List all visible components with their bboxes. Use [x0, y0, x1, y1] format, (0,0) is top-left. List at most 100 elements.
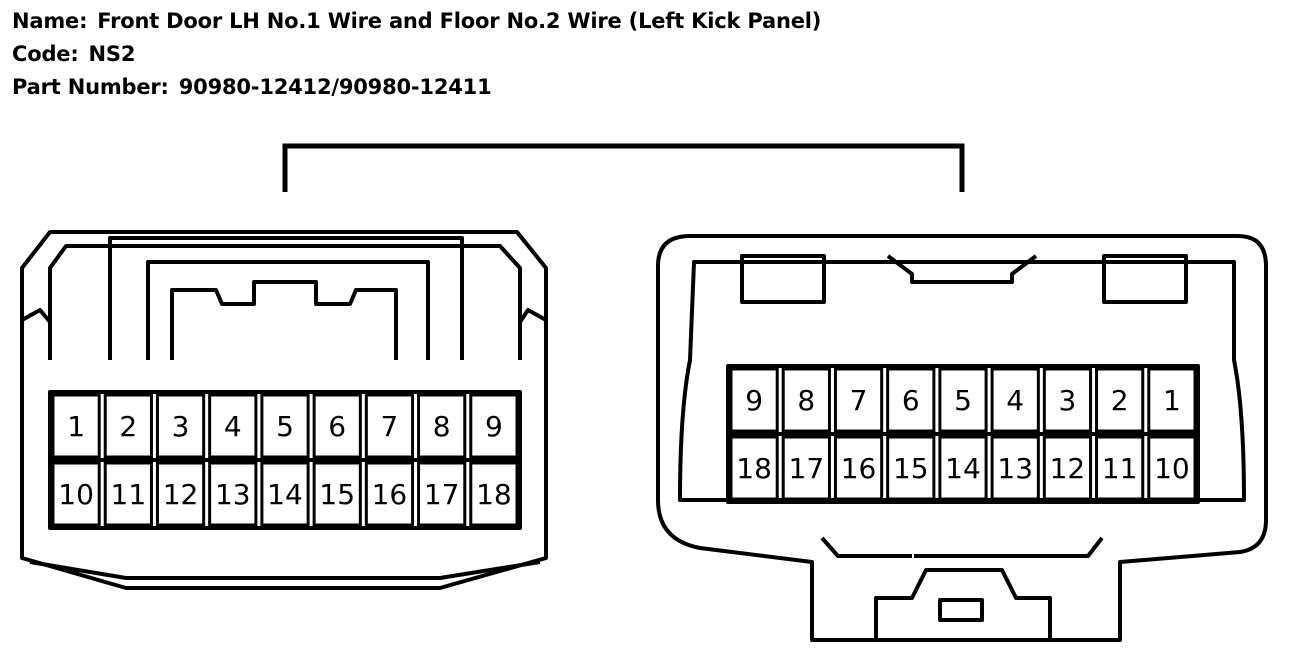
left-terminal-12: 12	[163, 478, 199, 511]
right-cell-9	[729, 367, 779, 433]
left-cell-2	[103, 393, 153, 459]
right-cell-2	[1095, 367, 1145, 433]
right-terminal-18: 18	[736, 452, 772, 485]
left-cell-7	[364, 393, 415, 459]
right-cell-12	[1042, 435, 1093, 501]
right-cell-14	[938, 435, 988, 501]
right-cell-13	[990, 435, 1040, 501]
left-terminal-11: 11	[111, 478, 147, 511]
right-latch-left-edge	[820, 536, 912, 558]
left-terminal-18: 18	[476, 478, 512, 511]
right-terminal-3: 3	[1059, 384, 1077, 417]
right-latch-body	[874, 568, 1052, 640]
right-connector-inner-outline	[678, 260, 1246, 502]
right-terminal-8: 8	[797, 384, 815, 417]
right-cell-17	[781, 435, 831, 501]
code-line: Code: NS2	[12, 42, 135, 66]
left-terminal-14: 14	[267, 478, 303, 511]
right-terminal-5: 5	[954, 384, 972, 417]
left-cell-4	[208, 393, 258, 459]
right-terminal-cells: 9 8 7 6 5 4 3 2 1 18 17 16 15 14 13 12 11 10	[729, 367, 1197, 501]
left-terminal-16: 16	[372, 478, 408, 511]
left-connector	[20, 230, 548, 590]
left-cell-9	[469, 393, 519, 459]
part-number-label: Part Number:	[12, 75, 169, 99]
left-lock-tab	[170, 280, 398, 360]
right-cell-11	[1095, 435, 1145, 501]
right-terminal-15: 15	[893, 452, 929, 485]
right-terminal-1: 1	[1163, 384, 1181, 417]
left-terminal-15: 15	[319, 478, 355, 511]
left-cell-6	[312, 393, 362, 459]
right-terminal-6: 6	[902, 384, 920, 417]
right-lock-tab	[886, 254, 1038, 284]
right-cell-18	[729, 435, 779, 501]
left-cell-5	[260, 393, 310, 459]
right-lock-window-left	[740, 254, 826, 304]
left-terminal-9: 9	[485, 410, 503, 443]
right-terminal-9: 9	[745, 384, 763, 417]
left-connector-corner-left	[21, 308, 52, 324]
left-terminal-7: 7	[381, 410, 399, 443]
left-lock-inner	[146, 260, 430, 360]
right-cell-3	[1042, 367, 1093, 433]
right-terminal-17: 17	[789, 452, 825, 485]
right-lock-window-right	[1102, 254, 1188, 304]
right-terminal-11: 11	[1102, 452, 1138, 485]
left-cell-15	[312, 461, 362, 527]
code-value: NS2	[88, 42, 136, 66]
right-connector-outline	[656, 234, 1268, 642]
left-connector-corner-right	[518, 308, 547, 324]
left-cell-18	[469, 461, 519, 527]
left-terminal-1: 1	[67, 410, 85, 443]
left-cell-11	[103, 461, 153, 527]
name-line: Name: Front Door LH No.1 Wire and Floor N…	[12, 9, 821, 33]
left-terminal-3: 3	[172, 410, 190, 443]
left-cell-14	[260, 461, 310, 527]
right-terminal-2: 2	[1111, 384, 1129, 417]
part-number-value: 90980-12412/90980-12411	[178, 75, 492, 99]
left-terminal-5: 5	[276, 410, 294, 443]
connection-bracket	[282, 143, 965, 192]
left-cell-3	[155, 393, 206, 459]
left-terminal-6: 6	[328, 410, 346, 443]
left-connector-base-line	[29, 560, 541, 580]
left-cell-16	[364, 461, 415, 527]
left-terminal-8: 8	[433, 410, 451, 443]
right-cell-1	[1147, 367, 1197, 433]
left-terminal-2: 2	[119, 410, 137, 443]
right-cell-16	[833, 435, 884, 501]
right-cell-5	[938, 367, 988, 433]
name-value: Front Door LH No.1 Wire and Floor No.2 W…	[97, 9, 822, 33]
left-cell-13	[208, 461, 258, 527]
right-cell-15	[886, 435, 936, 501]
left-cell-12	[155, 461, 206, 527]
part-number-line: Part Number: 90980-12412/90980-12411	[12, 75, 492, 99]
right-connector	[656, 234, 1268, 642]
right-terminal-16: 16	[841, 452, 877, 485]
left-lock-frame	[108, 236, 464, 360]
right-terminal-7: 7	[850, 384, 868, 417]
right-cell-4	[990, 367, 1040, 433]
right-terminal-14: 14	[945, 452, 981, 485]
left-terminal-4: 4	[224, 410, 242, 443]
left-cell-17	[417, 461, 467, 527]
left-terminal-13: 13	[215, 478, 251, 511]
right-latch-key	[938, 598, 984, 622]
right-latch-right-edge	[1012, 536, 1104, 558]
right-terminal-12: 12	[1050, 452, 1086, 485]
right-cell-7	[833, 367, 884, 433]
right-terminal-4: 4	[1006, 384, 1024, 417]
left-cell-1	[51, 393, 101, 459]
left-terminal-17: 17	[424, 478, 460, 511]
name-label: Name:	[12, 9, 88, 33]
left-terminal-10: 10	[58, 478, 94, 511]
right-terminal-10: 10	[1154, 452, 1190, 485]
left-connector-inner-outline	[48, 244, 522, 360]
right-cell-6	[886, 367, 936, 433]
code-label: Code:	[12, 42, 79, 66]
right-terminal-13: 13	[997, 452, 1033, 485]
left-cell-8	[417, 393, 467, 459]
